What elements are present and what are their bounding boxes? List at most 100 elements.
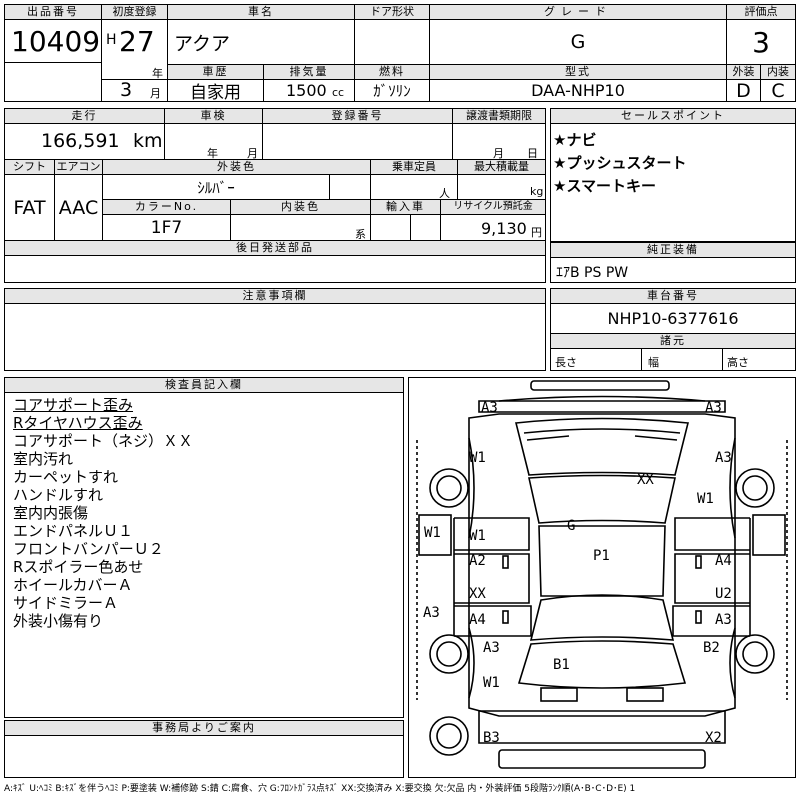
genuine-label: 純正装備 (551, 243, 795, 258)
mark-fl-bumper: A3 (481, 400, 498, 416)
inspector-note: コアサポート歪み (13, 396, 134, 414)
model-label: 型式 (430, 65, 727, 80)
capacity-cell: 人 (371, 175, 458, 200)
color-label: 外装色 (103, 160, 371, 175)
mark-windshield: G (567, 518, 576, 534)
fuel-value: ｶﾞｿﾘﾝ (355, 80, 430, 101)
load-unit: kg (530, 185, 544, 198)
inspection-month-unit: 月 (247, 147, 258, 160)
recycle-value: 9,130 (481, 219, 527, 238)
color-extra (330, 175, 371, 200)
spec-label: 諸元 (551, 334, 795, 349)
mark-fl-fender: W1 (469, 450, 486, 466)
mark-l-rear-door-1: XX (469, 586, 486, 602)
inspection-cell: 年 月 (165, 124, 263, 160)
mark-r-quarter: B2 (703, 640, 720, 656)
exterior-value: D (727, 80, 761, 101)
inspector-note: Rタイヤハウス歪み (13, 414, 143, 432)
caution-box: 注意事項欄 (4, 288, 546, 371)
load-label: 最大積載量 (458, 160, 545, 175)
plate-cell (263, 124, 453, 160)
width-cell: 幅 (642, 349, 723, 370)
inspector-note: サイドミラーＡ (13, 594, 119, 612)
lot-label: 出品番号 (5, 5, 102, 20)
mark-hood: XX (637, 472, 654, 488)
mark-r-rear-door-1: U2 (715, 586, 732, 602)
height-label: 高さ (727, 356, 749, 369)
score-value: 3 (727, 20, 795, 65)
exterior-label: 外装 (727, 65, 761, 80)
inspector-note: コアサポート（ネジ）ＸＸ (13, 432, 194, 450)
interior-value: C (771, 80, 785, 101)
displacement-value: 1500 (286, 81, 327, 100)
sales-point-item: ★スマートキー (553, 177, 656, 195)
car-outline (416, 380, 788, 769)
inspection-label: 車検 (165, 109, 263, 124)
inspection-year-unit: 年 (207, 147, 218, 160)
width-label: 幅 (648, 356, 659, 369)
car-name-label: 車名 (168, 5, 355, 20)
first-reg-label: 初度登録 (102, 5, 168, 20)
mark-l-quarter: A3 (483, 640, 500, 656)
inspector-note: ハンドルすれ (13, 486, 104, 504)
inspector-label: 検査員記入欄 (5, 378, 403, 393)
length-label: 長さ (555, 356, 577, 369)
reg-year: 27 (119, 25, 155, 58)
inspector-note: 室内汚れ (13, 450, 74, 468)
legend-text: A:ｷｽﾞ U:ﾍｺﾐ B:ｷｽﾞを伴うﾍｺﾐ P:要塗装 W:補修跡 S:錆 … (4, 784, 636, 794)
length-cell: 長さ (551, 349, 642, 370)
ac-label: エアコン (55, 160, 103, 175)
inspector-note: ホイールカバーＡ (13, 576, 133, 594)
mark-r-rear-door-2: A3 (715, 612, 732, 628)
chassis-box: 車台番号 NHP10-6377616 諸元 長さ 幅 高さ (550, 288, 796, 371)
mileage-label: 走行 (5, 109, 165, 124)
mark-l-front-door-1: W1 (469, 528, 486, 544)
mark-rr-bumper: X2 (705, 730, 722, 746)
mileage-value: 166,591 (41, 130, 120, 152)
displacement-cell: 1500 cc (264, 80, 355, 101)
door-value (355, 20, 430, 65)
shift-value: FAT (5, 175, 55, 241)
first-reg-month-cell: 3 月 (102, 80, 168, 101)
history-value: 自家用 (168, 80, 264, 101)
caution-label: 注意事項欄 (5, 289, 545, 304)
header-block: 出品番号 10409 初度登録 H 27 年 3 月 車名 アクア ドア形状 グ… (4, 4, 796, 102)
transfer-day-unit: 日 (527, 147, 538, 160)
mark-roof: P1 (593, 548, 610, 564)
displacement-label: 排気量 (264, 65, 355, 80)
car-name: アクア (168, 20, 355, 65)
lot-blank (5, 63, 102, 101)
transfer-cell: 月 日 (453, 124, 545, 160)
transfer-month-unit: 月 (493, 147, 504, 160)
mark-r-front-door: A4 (715, 553, 732, 569)
mileage-unit: km (133, 130, 163, 152)
month-unit: 月 (150, 87, 161, 100)
int-color-cell: 系 (231, 215, 371, 241)
sales-point-item: ★ナビ (553, 131, 597, 149)
year-unit: 年 (152, 67, 163, 80)
recycle-cell: 9,130 円 (441, 215, 545, 241)
mark-rear-glass: B1 (553, 657, 570, 673)
later-parts-label: 後日発送部品 (5, 241, 545, 256)
vehicle-detail-block: 走行 166,591 km 車検 年 月 登録番号 譲渡書類期限 月 日 シフト… (4, 108, 546, 283)
score-label: 評価点 (727, 5, 795, 20)
mark-l-rear-lamp: W1 (483, 675, 500, 691)
mark-l-sill: A3 (423, 605, 440, 621)
import-cell-1 (371, 215, 411, 241)
inspector-note: カーペットすれ (13, 468, 119, 486)
displacement-unit: cc (332, 86, 345, 99)
door-label: ドア形状 (355, 5, 430, 20)
int-color-unit: 系 (355, 228, 366, 241)
chassis-number: NHP10-6377616 (551, 304, 795, 334)
lot-number: 10409 (5, 20, 102, 63)
inspector-note: 室内内張傷 (13, 504, 89, 522)
office-box: 事務局よりご案内 (4, 720, 404, 778)
capacity-unit: 人 (439, 187, 450, 200)
office-label: 事務局よりご案内 (5, 721, 403, 736)
inspector-note: フロントバンパーＵ２ (13, 540, 164, 558)
mark-fr-bumper: A3 (705, 400, 722, 416)
chassis-label: 車台番号 (551, 289, 795, 304)
mark-l-front-door-2: A2 (469, 553, 486, 569)
grade-label: グレード (430, 5, 727, 20)
sales-points-label: セールスポイント (551, 109, 795, 124)
